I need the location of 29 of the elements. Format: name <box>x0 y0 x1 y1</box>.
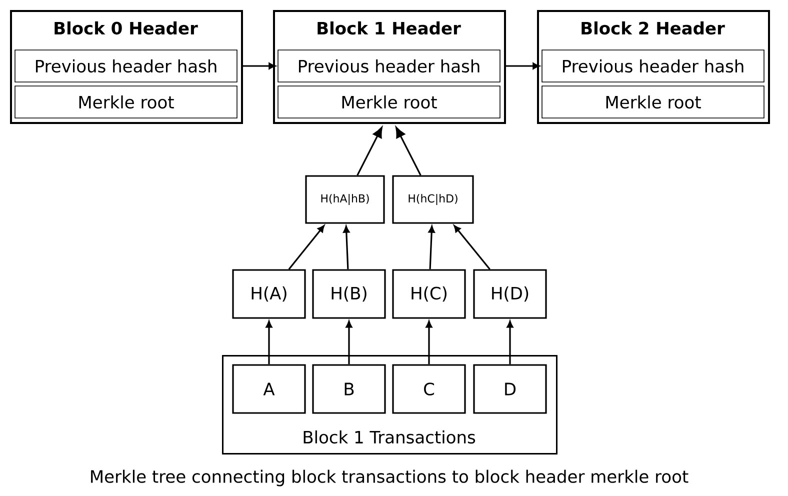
caption: Merkle tree connecting block transactions to block header merkle root <box>91 470 688 486</box>
header-field: Merkle root <box>14 86 238 118</box>
hash-box: H(D) <box>473 269 547 319</box>
arrow <box>426 320 432 364</box>
hash-box: H(B) <box>312 269 386 319</box>
arrow <box>243 62 276 70</box>
arrow <box>506 62 540 70</box>
header-field: Merkle root <box>278 86 500 118</box>
arrow <box>356 126 382 176</box>
header-field: Previous header hash <box>14 50 238 82</box>
hash-box: B <box>312 364 386 414</box>
hash-box: H(C) <box>392 269 466 319</box>
hash-box: H(A) <box>232 269 306 319</box>
header-field: Merkle root <box>542 86 764 118</box>
hash-box: H(hC|hD) <box>392 175 474 224</box>
hash-box: H(hA|hB) <box>305 175 385 224</box>
arrow <box>506 320 514 364</box>
arrow <box>266 320 272 364</box>
hash-box: D <box>473 364 547 414</box>
arrow <box>288 225 324 270</box>
hash-box: C <box>392 364 466 414</box>
hash-box: A <box>232 364 306 414</box>
header-field: Previous header hash <box>278 50 500 82</box>
arrow <box>428 226 435 270</box>
arrow <box>454 225 490 270</box>
arrow <box>396 126 422 176</box>
arrow <box>343 226 350 270</box>
header-field: Previous header hash <box>542 50 764 82</box>
arrow <box>346 320 352 364</box>
